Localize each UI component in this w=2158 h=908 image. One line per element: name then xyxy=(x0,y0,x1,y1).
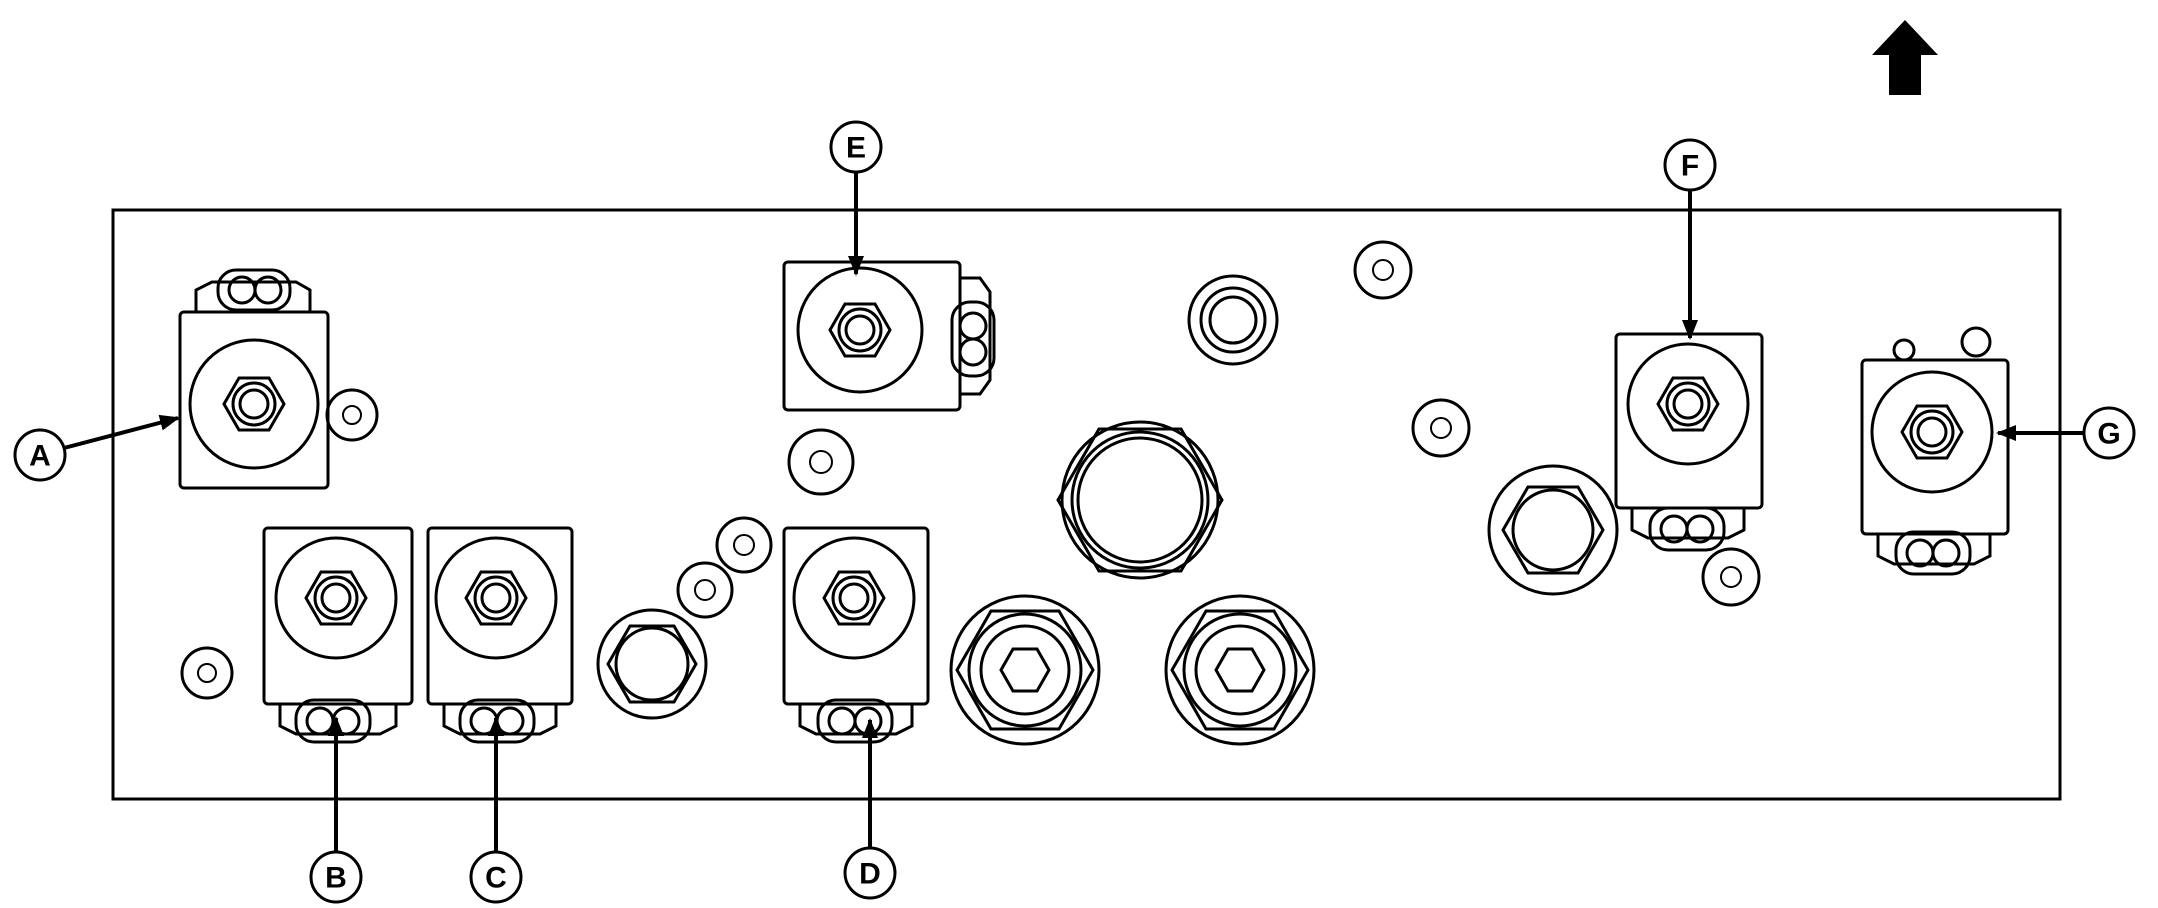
callout-g: G xyxy=(2082,406,2136,460)
callout-b-label: B xyxy=(325,862,347,895)
manifold-plate xyxy=(111,208,2062,801)
port-plug-top xyxy=(1187,274,1279,366)
callout-c-label: C xyxy=(485,862,507,895)
test-port xyxy=(1353,240,1413,300)
callout-e: E xyxy=(829,120,883,174)
callout-e-label: E xyxy=(846,132,866,165)
leader-arrow-a xyxy=(63,414,180,450)
up-arrow-icon xyxy=(1872,20,1938,95)
callout-c: C xyxy=(469,850,523,904)
solenoid-valve-g xyxy=(1860,326,2010,576)
callout-f-label: F xyxy=(1681,150,1699,183)
solenoid-valve-a xyxy=(178,268,330,490)
callout-a: A xyxy=(13,428,67,482)
test-port xyxy=(676,561,734,619)
callout-d: D xyxy=(843,846,897,900)
callout-d-label: D xyxy=(859,858,881,891)
callout-b: B xyxy=(309,850,363,904)
solenoid-valve-c xyxy=(426,526,574,744)
test-port xyxy=(1701,547,1761,607)
solenoid-valve-e xyxy=(782,260,996,412)
test-port xyxy=(325,388,379,442)
hex-port-bottom-right xyxy=(1164,594,1316,746)
callout-a-label: A xyxy=(29,440,51,473)
test-port xyxy=(1411,398,1471,458)
plug-fitting-left xyxy=(596,608,708,720)
test-port xyxy=(180,646,234,700)
hex-port-bottom-left xyxy=(949,594,1101,746)
callout-g-label: G xyxy=(2097,418,2120,451)
solenoid-valve-b xyxy=(262,526,414,744)
plug-fitting-right xyxy=(1487,464,1619,596)
solenoid-valve-d xyxy=(782,526,930,744)
test-port xyxy=(715,516,773,574)
callout-f: F xyxy=(1663,138,1717,192)
large-port-center xyxy=(1056,420,1224,580)
test-port xyxy=(787,428,855,496)
